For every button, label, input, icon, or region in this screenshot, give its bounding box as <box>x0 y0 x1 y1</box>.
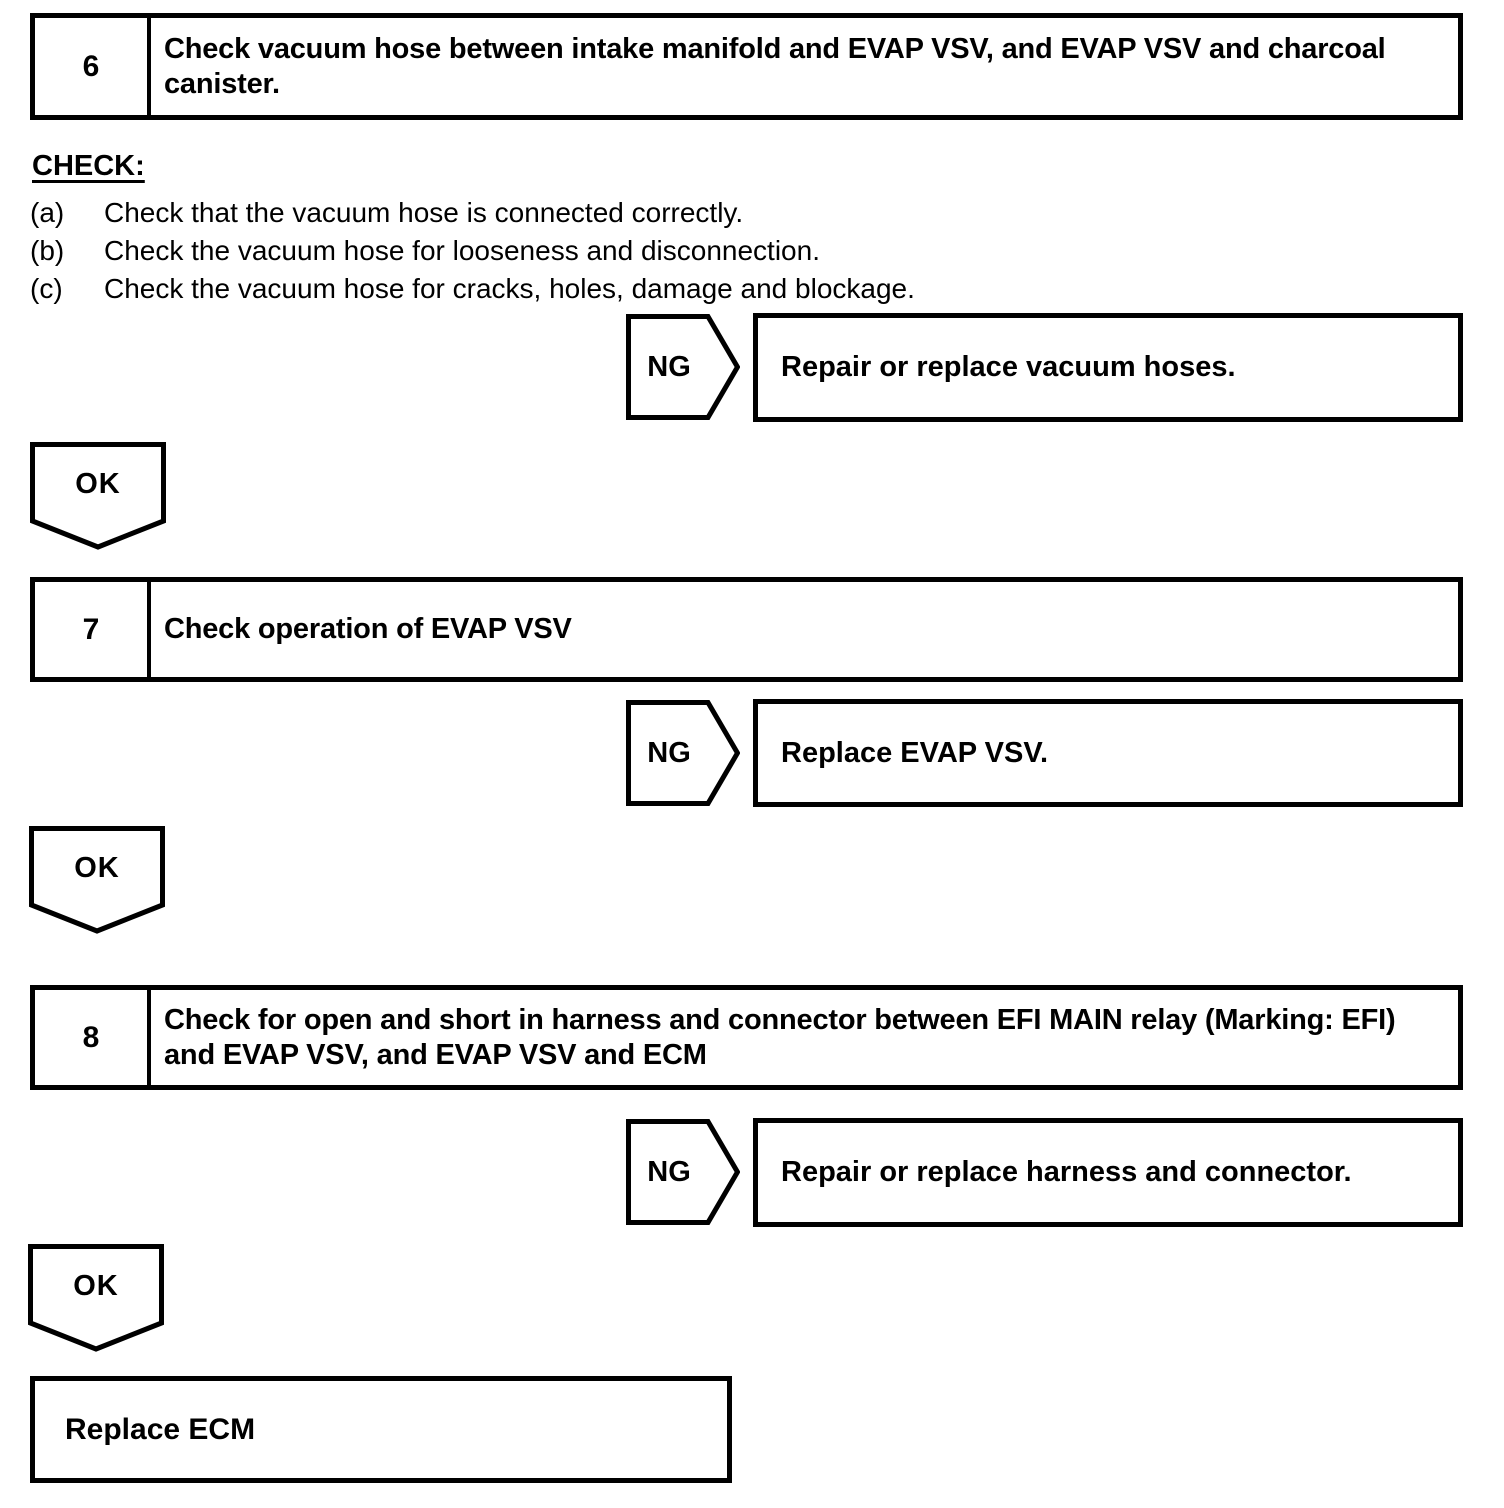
check-item-label-c: (c) <box>30 273 63 304</box>
final-action-box: Replace ECM <box>30 1376 732 1483</box>
check-item-a: (a) Check that the vacuum hose is connec… <box>30 196 1230 230</box>
step-number-7: 7 <box>35 582 151 677</box>
step-number-6: 6 <box>35 18 151 115</box>
ng-label-3: NG <box>647 1155 691 1188</box>
ok-pentagon-icon-1 <box>30 442 166 550</box>
check-item-text-b: Check the vacuum hose for looseness and … <box>104 235 820 266</box>
step-number-8: 8 <box>35 990 151 1085</box>
check-item-text-a: Check that the vacuum hose is connected … <box>104 197 744 228</box>
ok-pentagon-icon-2 <box>29 826 165 934</box>
action-box-2: Replace EVAP VSV. <box>753 699 1463 807</box>
check-item-text-c: Check the vacuum hose for cracks, holes,… <box>104 273 915 304</box>
action-text-2: Replace EVAP VSV. <box>781 736 1049 769</box>
ok-marker-1: OK <box>30 442 166 550</box>
check-item-label-b: (b) <box>30 235 65 266</box>
ok-marker-2: OK <box>29 826 165 934</box>
action-text-3: Repair or replace harness and connector. <box>781 1156 1352 1188</box>
action-text-1: Repair or replace vacuum hoses. <box>781 351 1236 383</box>
check-heading: CHECK: <box>32 150 145 182</box>
ok-pentagon-icon-3 <box>28 1244 164 1352</box>
check-item-label-a: (a) <box>30 197 65 228</box>
final-action-text: Replace ECM <box>65 1412 256 1446</box>
action-box-3: Repair or replace harness and connector. <box>753 1118 1463 1227</box>
ok-label-2: OK <box>74 852 120 884</box>
action-box-1: Repair or replace vacuum hoses. <box>753 313 1463 422</box>
step-box-8: 8 Check for open and short in harness an… <box>30 985 1463 1090</box>
step-title-7: Check operation of EVAP VSV <box>164 613 572 645</box>
ok-label-1: OK <box>75 468 121 500</box>
step-title-6: Check vacuum hose between intake manifol… <box>164 32 1386 100</box>
check-item-c: (c) Check the vacuum hose for cracks, ho… <box>30 272 1230 306</box>
ng-label-2: NG <box>647 736 691 769</box>
ok-label-3: OK <box>73 1270 119 1302</box>
step-box-7: 7 Check operation of EVAP VSV <box>30 577 1463 682</box>
step-box-6: 6 Check vacuum hose between intake manif… <box>30 13 1463 120</box>
ng-arrow-icon-1 <box>626 314 740 420</box>
ng-label-1: NG <box>647 350 691 383</box>
check-item-b: (b) Check the vacuum hose for looseness … <box>30 234 1230 268</box>
ok-marker-3: OK <box>28 1244 164 1352</box>
step-title-8: Check for open and short in harness and … <box>164 1003 1396 1071</box>
ng-arrow-icon-3 <box>626 1119 740 1225</box>
ng-arrow-icon-2 <box>626 700 740 806</box>
